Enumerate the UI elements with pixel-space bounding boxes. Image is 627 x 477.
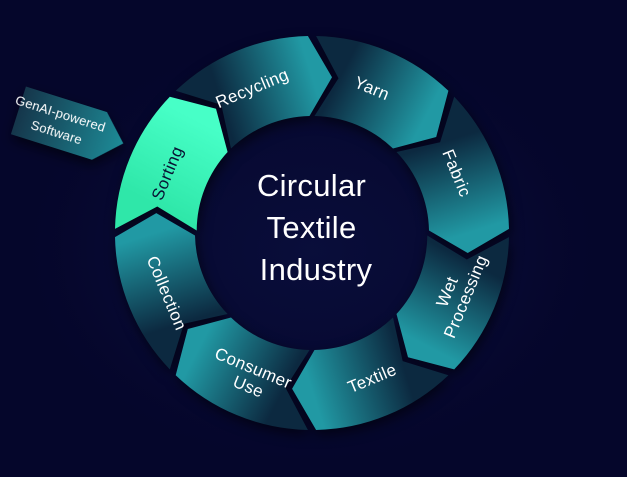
segment-collection — [115, 213, 228, 370]
segment-sorting — [115, 96, 228, 231]
segment-textile — [292, 317, 449, 430]
segment-wet-processing — [396, 235, 509, 370]
segment-fabric — [396, 96, 509, 253]
ring-segments — [115, 36, 509, 430]
center-title: Circular Textile Industry — [257, 168, 375, 287]
segment-consumer-use — [175, 317, 310, 430]
segment-recycling — [175, 36, 332, 149]
callout-arrow-shape — [10, 86, 124, 160]
segment-yarn — [314, 36, 449, 149]
